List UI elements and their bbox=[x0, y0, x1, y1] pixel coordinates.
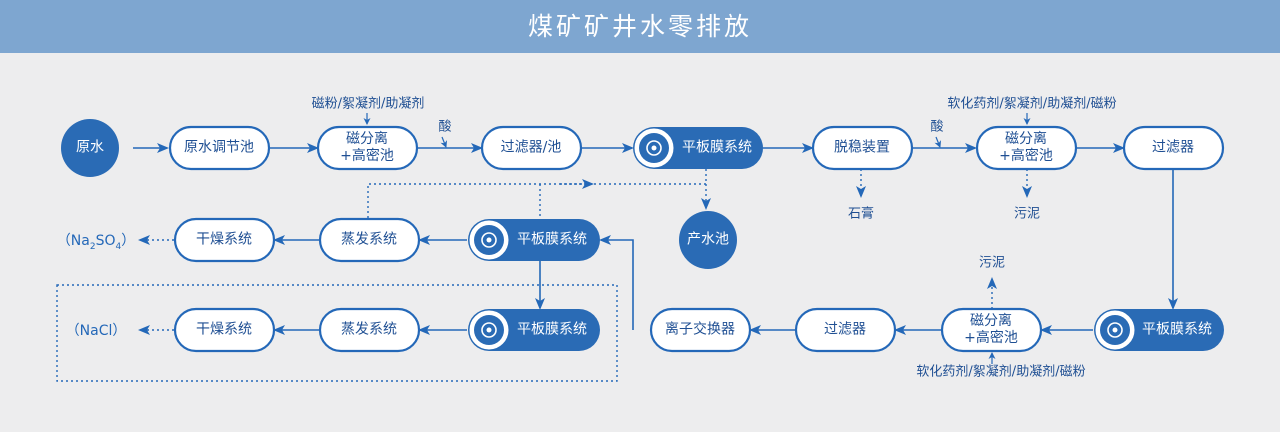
node-plate-membrane-1-label: 平板膜系统 bbox=[682, 139, 752, 156]
node-evaporation-2 bbox=[318, 307, 421, 353]
node-evaporation-1-label: 蒸发系统 bbox=[341, 231, 397, 248]
node-plate-membrane-2-label: 平板膜系统 bbox=[1142, 321, 1212, 338]
membrane-icon bbox=[1094, 309, 1136, 351]
node-drying-2-label: 干燥系统 bbox=[196, 321, 252, 338]
membrane-icon bbox=[633, 127, 675, 169]
node-filter-3-label: 过滤器 bbox=[824, 321, 866, 338]
node-raw-water-label: 原水 bbox=[76, 139, 104, 156]
sodium-sulfate-product: （Na2SO4） bbox=[56, 233, 136, 252]
node-raw-water-tank bbox=[168, 125, 271, 171]
node-ion-exchanger bbox=[649, 307, 752, 353]
membrane-icon bbox=[468, 219, 510, 261]
nacl-section-box bbox=[56, 284, 618, 382]
node-product-tank bbox=[679, 211, 737, 269]
sodium-chloride-product: （NaCl） bbox=[65, 323, 127, 339]
additives-label-2: 软化药剂/絮凝剂/助凝剂/磁粉 bbox=[947, 96, 1117, 112]
sludge-label-1: 污泥 bbox=[1013, 206, 1041, 222]
node-mag-sep-2 bbox=[975, 125, 1078, 171]
node-drying-1-label: 干燥系统 bbox=[196, 231, 252, 248]
node-desulfurization-label: 脱稳装置 bbox=[834, 139, 890, 156]
node-filter-tank-label: 过滤器/池 bbox=[500, 139, 562, 156]
reagent-arrow bbox=[440, 136, 448, 148]
sludge-label-2: 污泥 bbox=[978, 255, 1006, 271]
node-filter-2 bbox=[1122, 125, 1225, 171]
acid-label-2: 酸 bbox=[930, 119, 944, 135]
gypsum-label: 石膏 bbox=[847, 206, 875, 222]
node-evaporation-2-label: 蒸发系统 bbox=[341, 321, 397, 338]
membrane-icon bbox=[468, 309, 510, 351]
node-raw-water-tank-label: 原水调节池 bbox=[184, 139, 254, 156]
node-mag-sep-3-label: 磁分离+高密池 bbox=[964, 313, 1018, 346]
node-filter-3 bbox=[794, 307, 897, 353]
node-mag-sep-3 bbox=[940, 307, 1043, 353]
node-mag-sep-1-label: 磁分离+高密池 bbox=[340, 131, 394, 164]
node-mag-sep-2-label: 磁分离+高密池 bbox=[999, 131, 1053, 164]
dotted-return-line bbox=[367, 183, 706, 218]
node-plate-membrane-4-label: 平板膜系统 bbox=[517, 321, 587, 338]
acid-label-1: 酸 bbox=[438, 119, 452, 135]
node-product-tank-label: 产水池 bbox=[687, 231, 729, 248]
additives-label-3: 软化药剂/絮凝剂/助凝剂/磁粉 bbox=[916, 364, 1086, 380]
node-evaporation-1 bbox=[318, 217, 421, 263]
node-raw-water bbox=[61, 119, 119, 177]
reagent-arrow bbox=[934, 136, 942, 148]
node-drying-1 bbox=[173, 217, 276, 263]
flow-arrow bbox=[599, 235, 634, 330]
node-drying-2 bbox=[173, 307, 276, 353]
node-filter-2-label: 过滤器 bbox=[1152, 139, 1194, 156]
page-title: 煤矿矿井水零排放 bbox=[527, 12, 752, 41]
node-plate-membrane-3-label: 平板膜系统 bbox=[517, 231, 587, 248]
node-desulfurization bbox=[811, 125, 914, 171]
node-filter-tank bbox=[480, 125, 583, 171]
title-bar bbox=[0, 0, 1280, 53]
node-mag-sep-1 bbox=[316, 125, 419, 171]
additives-label-1: 磁粉/絮凝剂/助凝剂 bbox=[311, 96, 425, 112]
node-ion-exchanger-label: 离子交换器 bbox=[665, 321, 735, 338]
